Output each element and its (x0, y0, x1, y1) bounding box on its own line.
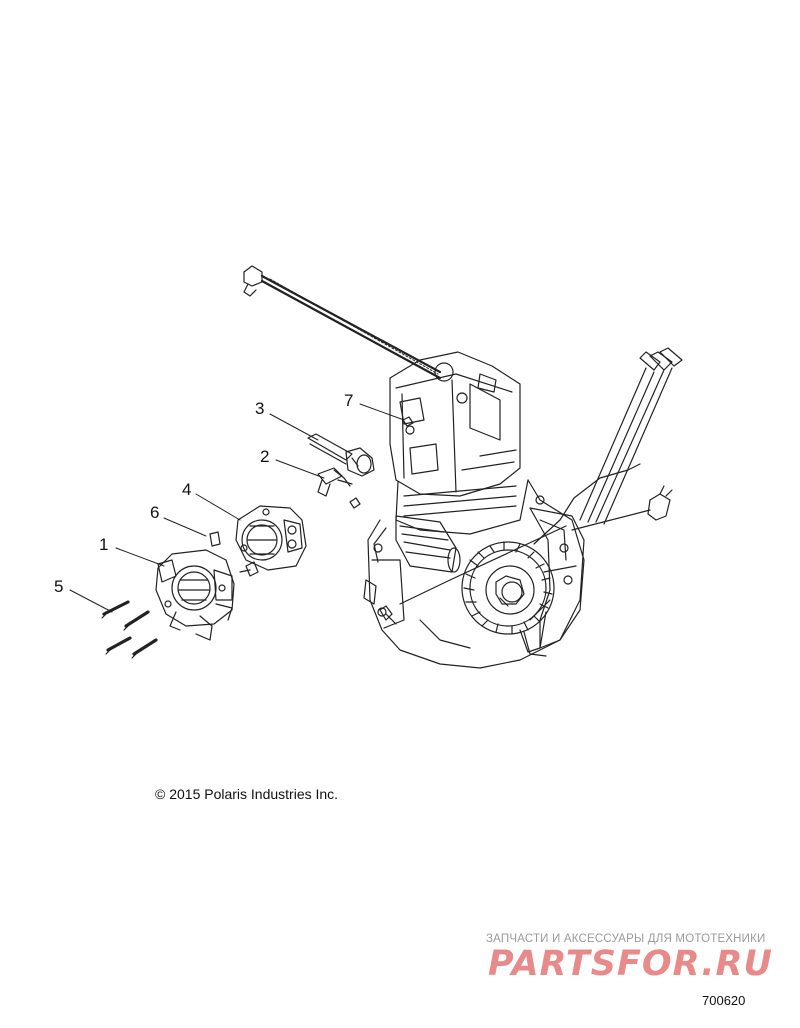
leader-lines (69, 403, 405, 613)
callout-6: 6 (150, 503, 160, 522)
engine-block (363, 351, 585, 669)
watermark-logo: PARTSFOR.RU (488, 944, 773, 984)
part-3-fuel-rail (307, 433, 375, 477)
part-4-throttle-adapter (235, 505, 307, 571)
ground-wire (243, 265, 442, 380)
small-fastener (349, 497, 361, 509)
callout-5: 5 (54, 577, 64, 596)
callout-3: 3 (255, 399, 265, 418)
callout-7: 7 (344, 391, 354, 410)
callout-1: 1 (99, 535, 109, 554)
copyright-notice: © 2015 Polaris Industries Inc. (155, 786, 339, 802)
part-1-throttle-body (155, 549, 235, 641)
part-5-bolts (101, 600, 158, 659)
callout-2: 2 (260, 447, 270, 466)
callout-4: 4 (182, 480, 192, 499)
part-6-bolt (209, 531, 259, 577)
part-7-plug (402, 416, 414, 427)
diagram-reference-number: 700620 (702, 993, 746, 1008)
watermark-tagline: ЗАПЧАСТИ И АКСЕССУАРЫ ДЛЯ МОТОТЕХНИКИ (486, 933, 766, 945)
part-2-fuel-injector (317, 467, 353, 497)
wiring-harness (399, 347, 683, 605)
